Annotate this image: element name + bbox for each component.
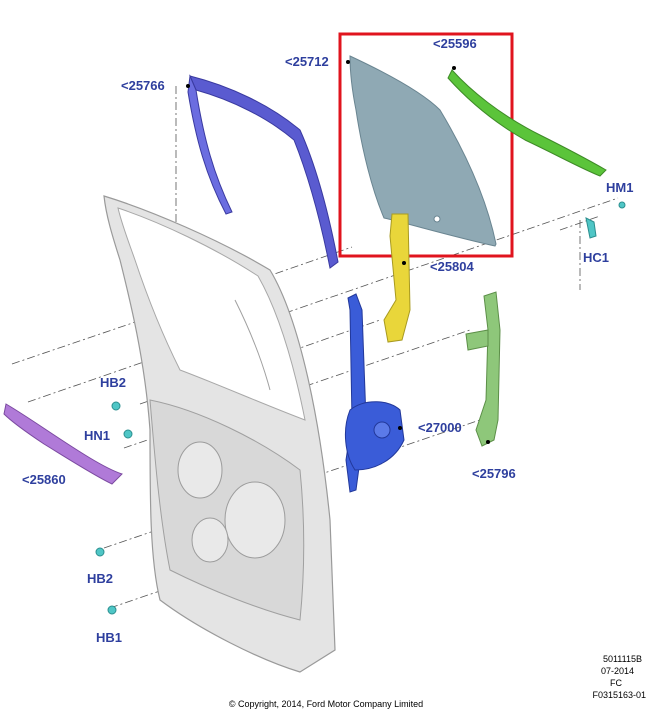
hb2-lower-fastener-icon <box>95 547 105 557</box>
callout-25712: <25712 <box>285 54 329 69</box>
callout-25860: <25860 <box>22 472 66 487</box>
belt-seal <box>3 403 123 485</box>
callout-hb2-lower: HB2 <box>87 571 113 586</box>
drawing-meta: 5011115B 07-2014 FC F0315163-01 <box>592 654 646 700</box>
fasteners <box>95 201 626 615</box>
callout-hb1: HB1 <box>96 630 122 645</box>
hb2-upper-fastener-icon <box>111 401 121 411</box>
meta-line-1: 5011115B <box>603 654 642 664</box>
callout-25766: <25766 <box>121 78 165 93</box>
callout-27000: <27000 <box>418 420 462 435</box>
hb1-fastener-icon <box>107 605 117 615</box>
callout-hm1: HM1 <box>606 180 633 195</box>
callout-hc1: HC1 <box>583 250 609 265</box>
green-glass-run-strip <box>447 69 607 177</box>
copyright-notice: © Copyright, 2014, Ford Motor Company Li… <box>229 699 423 709</box>
window-regulator <box>345 293 405 493</box>
yellow-glass-channel <box>383 213 411 343</box>
callout-hn1: HN1 <box>84 428 110 443</box>
leader-dots <box>186 60 490 444</box>
highlight-box <box>338 32 514 258</box>
meta-line-4: F0315163-01 <box>592 690 646 700</box>
hc1-clip-icon <box>585 217 597 239</box>
callout-labels: <25712 <25596 <25766 HM1 HC1 <25804 HB2 … <box>22 36 633 645</box>
door-window-glass <box>349 55 497 247</box>
meta-line-2: 07-2014 <box>601 666 634 676</box>
window-run-channel <box>187 74 339 269</box>
callout-25596: <25596 <box>433 36 477 51</box>
meta-line-3: FC <box>610 678 622 688</box>
door-inner-panel <box>103 195 336 673</box>
hm1-fastener-icon <box>618 201 626 209</box>
callout-25796: <25796 <box>472 466 516 481</box>
callout-hb2-upper: HB2 <box>100 375 126 390</box>
hn1-fastener-icon <box>123 429 133 439</box>
callout-25804: <25804 <box>430 259 475 274</box>
